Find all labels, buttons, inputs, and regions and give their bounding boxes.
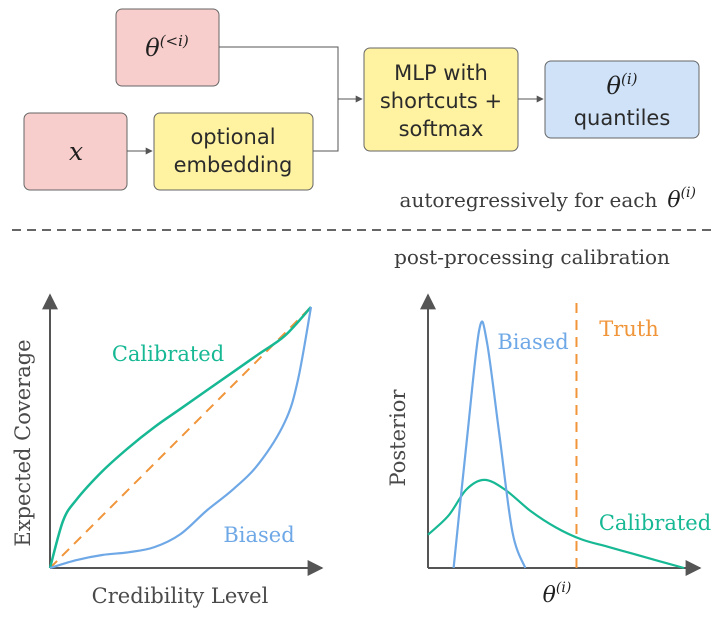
loop-caption-text: autoregressively for each	[400, 188, 658, 212]
posterior-y-label: Posterior	[386, 389, 410, 487]
theta-prev-box: θ(<i)	[115, 8, 220, 87]
coverage-biased-label: Biased	[223, 523, 294, 547]
posterior-x-superscript: (i)	[556, 580, 571, 596]
coverage-y-label: Expected Coverage	[11, 339, 35, 546]
posterior-chart: Biased Truth Calibrated θ(i) Posterior	[386, 293, 711, 608]
flow-diagram: θ(<i) x optional embedding MLP with shor…	[23, 8, 700, 213]
calibration-caption: post-processing calibration	[394, 245, 670, 269]
posterior-biased-label: Biased	[497, 330, 568, 354]
output-symbol: θ	[607, 72, 622, 100]
x-input-box: x	[23, 112, 128, 191]
output-line2: quantiles	[574, 106, 671, 130]
theta-prev-symbol: θ	[145, 34, 160, 62]
posterior-calibrated-curve	[427, 478, 685, 570]
output-box: θ(i) quantiles	[544, 60, 700, 139]
coverage-biased-line	[49, 306, 313, 570]
coverage-calibrated-label: Calibrated	[112, 342, 224, 366]
mlp-box: MLP with shortcuts + softmax	[363, 47, 519, 152]
coverage-calibrated-line	[48, 306, 312, 569]
loop-caption-symbol: θ	[667, 188, 680, 213]
coverage-x-label: Credibility Level	[92, 584, 269, 608]
coverage-ideal-line	[49, 306, 312, 569]
svg-text:θ(<i): θ(<i)	[145, 32, 189, 62]
connector-theta-to-mlp	[219, 46, 363, 103]
mlp-line2: shortcuts +	[380, 89, 502, 113]
loop-caption: autoregressively for each θ(i)	[400, 185, 696, 213]
posterior-x-symbol: θ	[543, 583, 556, 608]
embedding-line2: embedding	[174, 153, 293, 177]
coverage-chart: Calibrated Biased Credibility Level Expe…	[11, 293, 324, 608]
x-input-symbol: x	[69, 137, 83, 166]
embedding-line1: optional	[190, 125, 275, 149]
output-superscript: (i)	[621, 70, 638, 88]
posterior-calibrated-label: Calibrated	[599, 511, 711, 535]
connector-embedding-to-mlp	[313, 99, 339, 152]
posterior-x-label: θ(i)	[543, 580, 572, 608]
mlp-line3: softmax	[399, 117, 484, 141]
mlp-line1: MLP with	[394, 61, 488, 85]
loop-caption-superscript: (i)	[681, 185, 696, 201]
embedding-box: optional embedding	[153, 112, 314, 191]
posterior-truth-label: Truth	[599, 317, 659, 341]
posterior-biased-curve	[452, 320, 527, 569]
svg-text:θ(i): θ(i)	[607, 70, 638, 100]
theta-prev-superscript: (<i)	[160, 32, 189, 50]
